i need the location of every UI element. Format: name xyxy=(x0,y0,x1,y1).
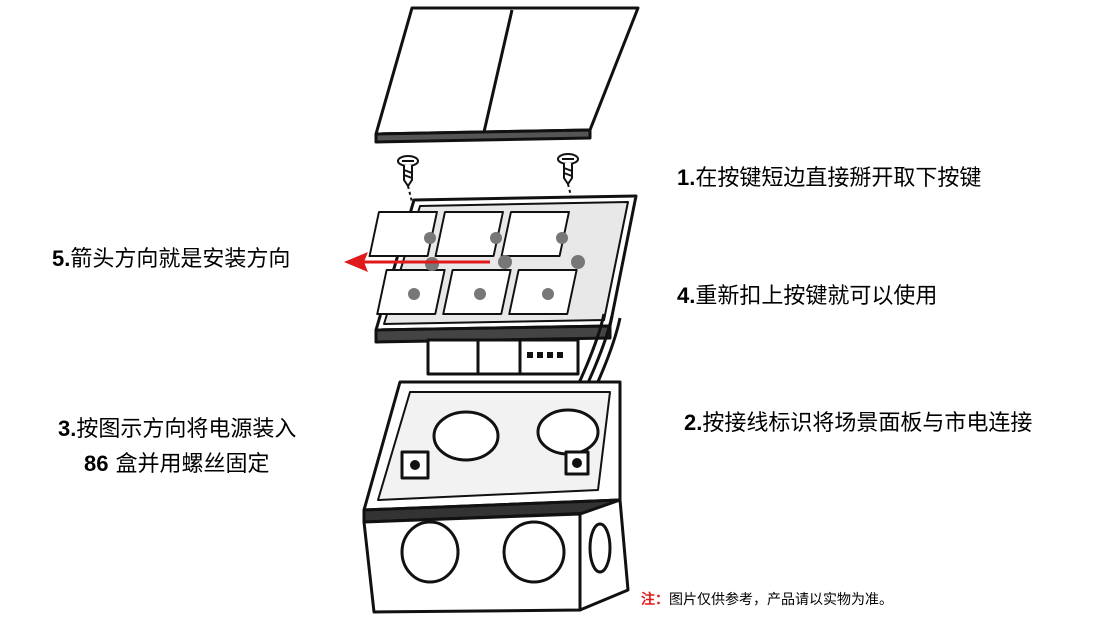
step-2-label: 2.按接线标识将场景面板与市电连接 xyxy=(684,410,1033,436)
step-5-label: 5.箭头方向就是安装方向 xyxy=(52,246,291,272)
step-1-label: 1.在按键短边直接掰开取下按键 xyxy=(677,165,982,191)
key-cap-plate xyxy=(374,6,640,144)
switch-module xyxy=(368,194,638,376)
junction-box-86 xyxy=(362,380,630,614)
screw-left xyxy=(397,155,419,211)
step-3-label-line2: 86 盒并用螺丝固定 xyxy=(84,451,270,477)
installation-direction-arrow xyxy=(344,252,490,272)
step-3-label-line1: 3.按图示方向将电源装入 xyxy=(58,416,297,442)
step-4-label: 4.重新扣上按键就可以使用 xyxy=(677,283,938,309)
disclaimer-note: 注：图片仅供参考，产品请以实物为准。 xyxy=(641,592,893,608)
